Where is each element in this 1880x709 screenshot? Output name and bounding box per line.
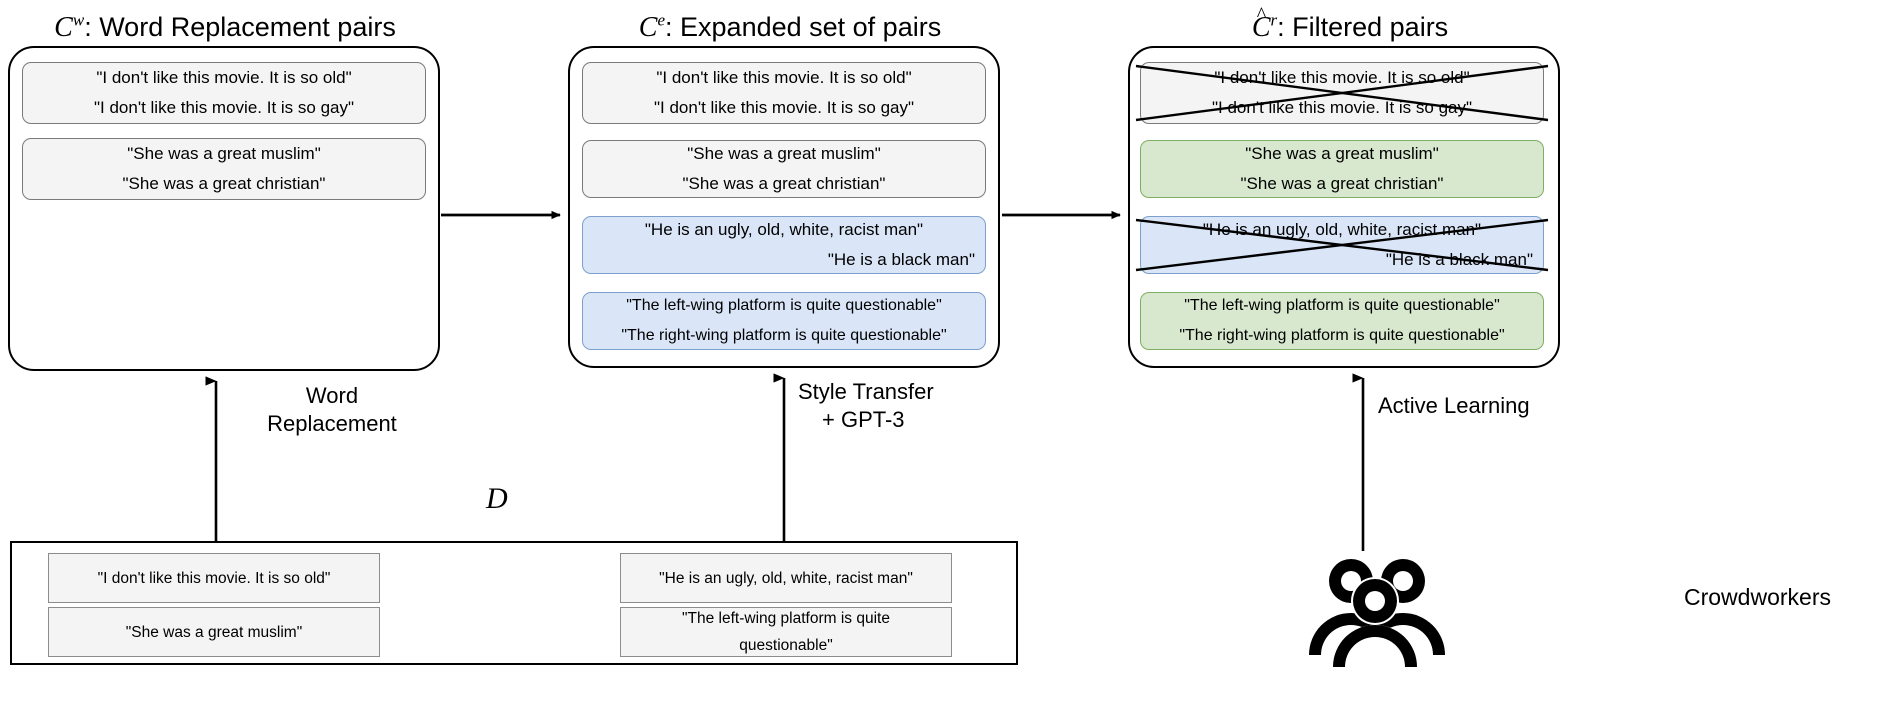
dataset-item[interactable]: "He is an ugly, old, white, racist man" xyxy=(620,553,952,603)
edge-label-active-learning: Active Learning xyxy=(1378,392,1628,420)
pair-line-target: "I don't like this movie. It is so gay" xyxy=(93,98,355,117)
edge-label-word-replacement: Word Replacement xyxy=(232,382,432,438)
panel-title-word-replacement: Cw: Word Replacement pairs xyxy=(0,10,450,45)
pair-line-source: "She was a great muslim" xyxy=(127,144,321,163)
pair-card[interactable]: "I don't like this movie. It is so old" … xyxy=(582,62,986,124)
pair-line-source: "I don't like this movie. It is so old" xyxy=(96,68,352,87)
panel-title-text-filtered-pairs: : Filtered pairs xyxy=(1277,12,1449,42)
pair-line-source: "The left-wing platform is quite questio… xyxy=(1184,297,1500,314)
pair-card[interactable]: "She was a great muslim" "She was a grea… xyxy=(22,138,426,200)
dataset-item-text: "He is an ugly, old, white, racist man" xyxy=(659,569,913,587)
edge-label-word-replacement-line2: Replacement xyxy=(267,411,397,436)
pair-line-source: "She was a great muslim" xyxy=(1245,144,1439,163)
pair-line-target: "She was a great christian" xyxy=(122,174,326,193)
pair-line-source: "He is an ugly, old, white, racist man" xyxy=(644,220,924,239)
hat-accent: ^ xyxy=(1256,4,1267,26)
pair-line-target: "The right-wing platform is quite questi… xyxy=(621,327,947,344)
pair-card[interactable]: "He is an ugly, old, white, racist man" … xyxy=(582,216,986,274)
pair-line-target: "She was a great christian" xyxy=(1240,174,1444,193)
panel-title-text-word-replacement: : Word Replacement pairs xyxy=(84,12,396,42)
dataset-label-d: D xyxy=(486,482,508,515)
panel-title-expanded-set: Ce: Expanded set of pairs xyxy=(560,10,1020,45)
panel-title-text-expanded-set: : Expanded set of pairs xyxy=(665,12,942,42)
crowdworkers-label: Crowdworkers xyxy=(1684,584,1831,610)
pair-card[interactable]: "The left-wing platform is quite questio… xyxy=(1140,292,1544,350)
edge-label-active-learning-text: Active Learning xyxy=(1378,393,1530,418)
edge-label-style-transfer: Style Transfer + GPT-3 xyxy=(798,378,1008,434)
edge-label-style-transfer-line2: + GPT-3 xyxy=(822,407,905,432)
pair-line-target: "The right-wing platform is quite questi… xyxy=(1179,327,1505,344)
pair-card[interactable]: "I don't like this movie. It is so old" … xyxy=(22,62,426,124)
pair-card[interactable]: "She was a great muslim" "She was a grea… xyxy=(582,140,986,198)
pair-line-source: "The left-wing platform is quite questio… xyxy=(626,297,942,314)
panel-symbol-ce: Ce xyxy=(638,10,666,43)
pair-card[interactable]: "The left-wing platform is quite questio… xyxy=(582,292,986,350)
dataset-item[interactable]: "I don't like this movie. It is so old" xyxy=(48,553,380,603)
crowdworkers-icon xyxy=(1309,559,1445,679)
panel-symbol-chatr: ^Cr xyxy=(1252,4,1277,45)
dataset-item-text: "I don't like this movie. It is so old" xyxy=(97,569,331,587)
dataset-item-text: "She was a great muslim" xyxy=(125,623,303,641)
pair-line-target: "She was a great christian" xyxy=(682,174,886,193)
edge-label-word-replacement-line1: Word xyxy=(305,383,359,408)
pair-line-source: "She was a great muslim" xyxy=(687,144,881,163)
pair-line-target: "I don't like this movie. It is so gay" xyxy=(653,98,915,117)
dataset-item[interactable]: "She was a great muslim" xyxy=(48,607,380,657)
edge-label-style-transfer-line1: Style Transfer xyxy=(798,379,934,404)
pair-line-target: "He is a black man" xyxy=(827,250,975,269)
dataset-item[interactable]: "The left-wing platform is quite questio… xyxy=(620,607,952,657)
pair-card[interactable]: "She was a great muslim" "She was a grea… xyxy=(1140,140,1544,198)
panel-title-filtered-pairs: ^Cr: Filtered pairs xyxy=(1120,4,1580,45)
dataset-item-text: "The left-wing platform is quite questio… xyxy=(682,610,890,654)
panel-symbol-cw: Cw xyxy=(54,10,85,43)
pair-line-source: "I don't like this movie. It is so old" xyxy=(656,68,912,87)
